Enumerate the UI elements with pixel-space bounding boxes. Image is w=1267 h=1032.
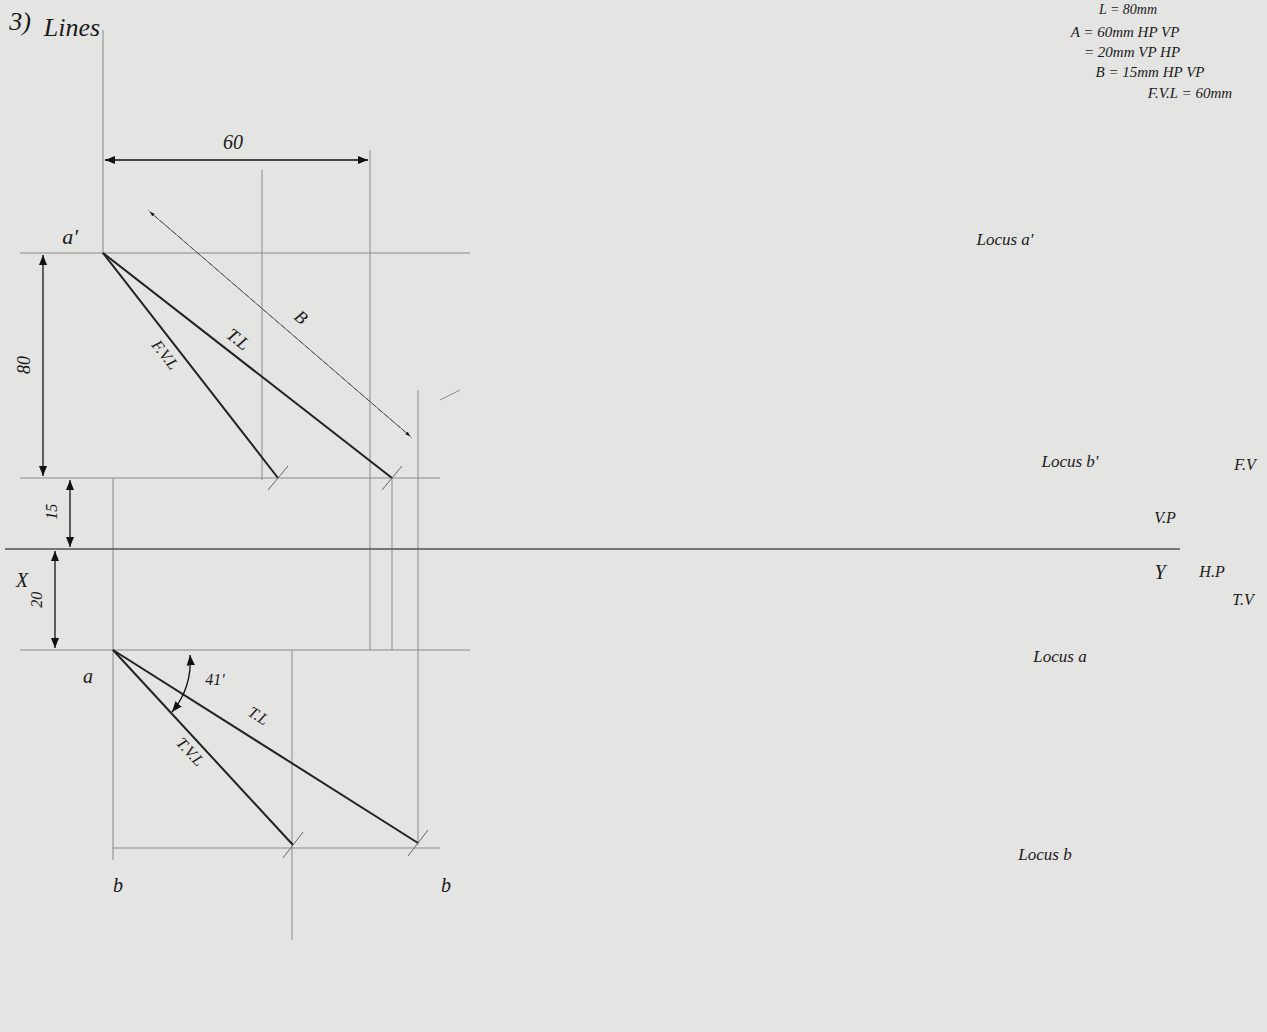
- drawing-label: 20: [28, 590, 46, 610]
- drawing-label: 80: [15, 354, 35, 376]
- drawing-label: Locus b': [1039, 453, 1100, 472]
- drawing-label: Y: [1152, 561, 1167, 583]
- drawing-label: 3): [7, 8, 33, 37]
- drawing-label: A = 60mm HP VP: [1069, 24, 1182, 41]
- drawing-label: F.V.L = 60mm: [1146, 85, 1234, 102]
- drawing-label: T.V.L: [171, 733, 209, 772]
- drawing-label: Lines: [42, 14, 102, 43]
- drawing-label: a: [81, 665, 95, 687]
- drawing-label: 15: [43, 502, 61, 522]
- drawing-label: Locus a': [974, 231, 1035, 250]
- drawing-label: H.P: [1197, 563, 1226, 581]
- drawing-label: a': [60, 225, 80, 249]
- drawing-label: Locus a: [1031, 648, 1088, 667]
- drawing-label: Locus b: [1016, 846, 1073, 865]
- drawing-label: B = 15mm HP VP: [1094, 64, 1207, 81]
- drawing-label: F.V.L: [147, 335, 183, 374]
- drawing-label: V.P: [1152, 509, 1177, 527]
- drawing-label: T.V: [1230, 591, 1255, 609]
- drawing-label: F.V: [1232, 456, 1257, 474]
- drawing-label: L = 80mm: [1097, 2, 1159, 17]
- drawing-label: T.L: [243, 702, 273, 730]
- drawing-label: 60: [221, 131, 245, 153]
- drawing-label: X: [14, 569, 30, 591]
- drawing-label: T.L: [221, 324, 255, 356]
- drawing-label: B: [288, 306, 312, 331]
- drawing-label: = 20mm VP HP: [1082, 44, 1182, 61]
- drawing-label: 41': [203, 671, 226, 689]
- drawing-label: b: [439, 874, 453, 896]
- drawing-label: b: [111, 874, 125, 896]
